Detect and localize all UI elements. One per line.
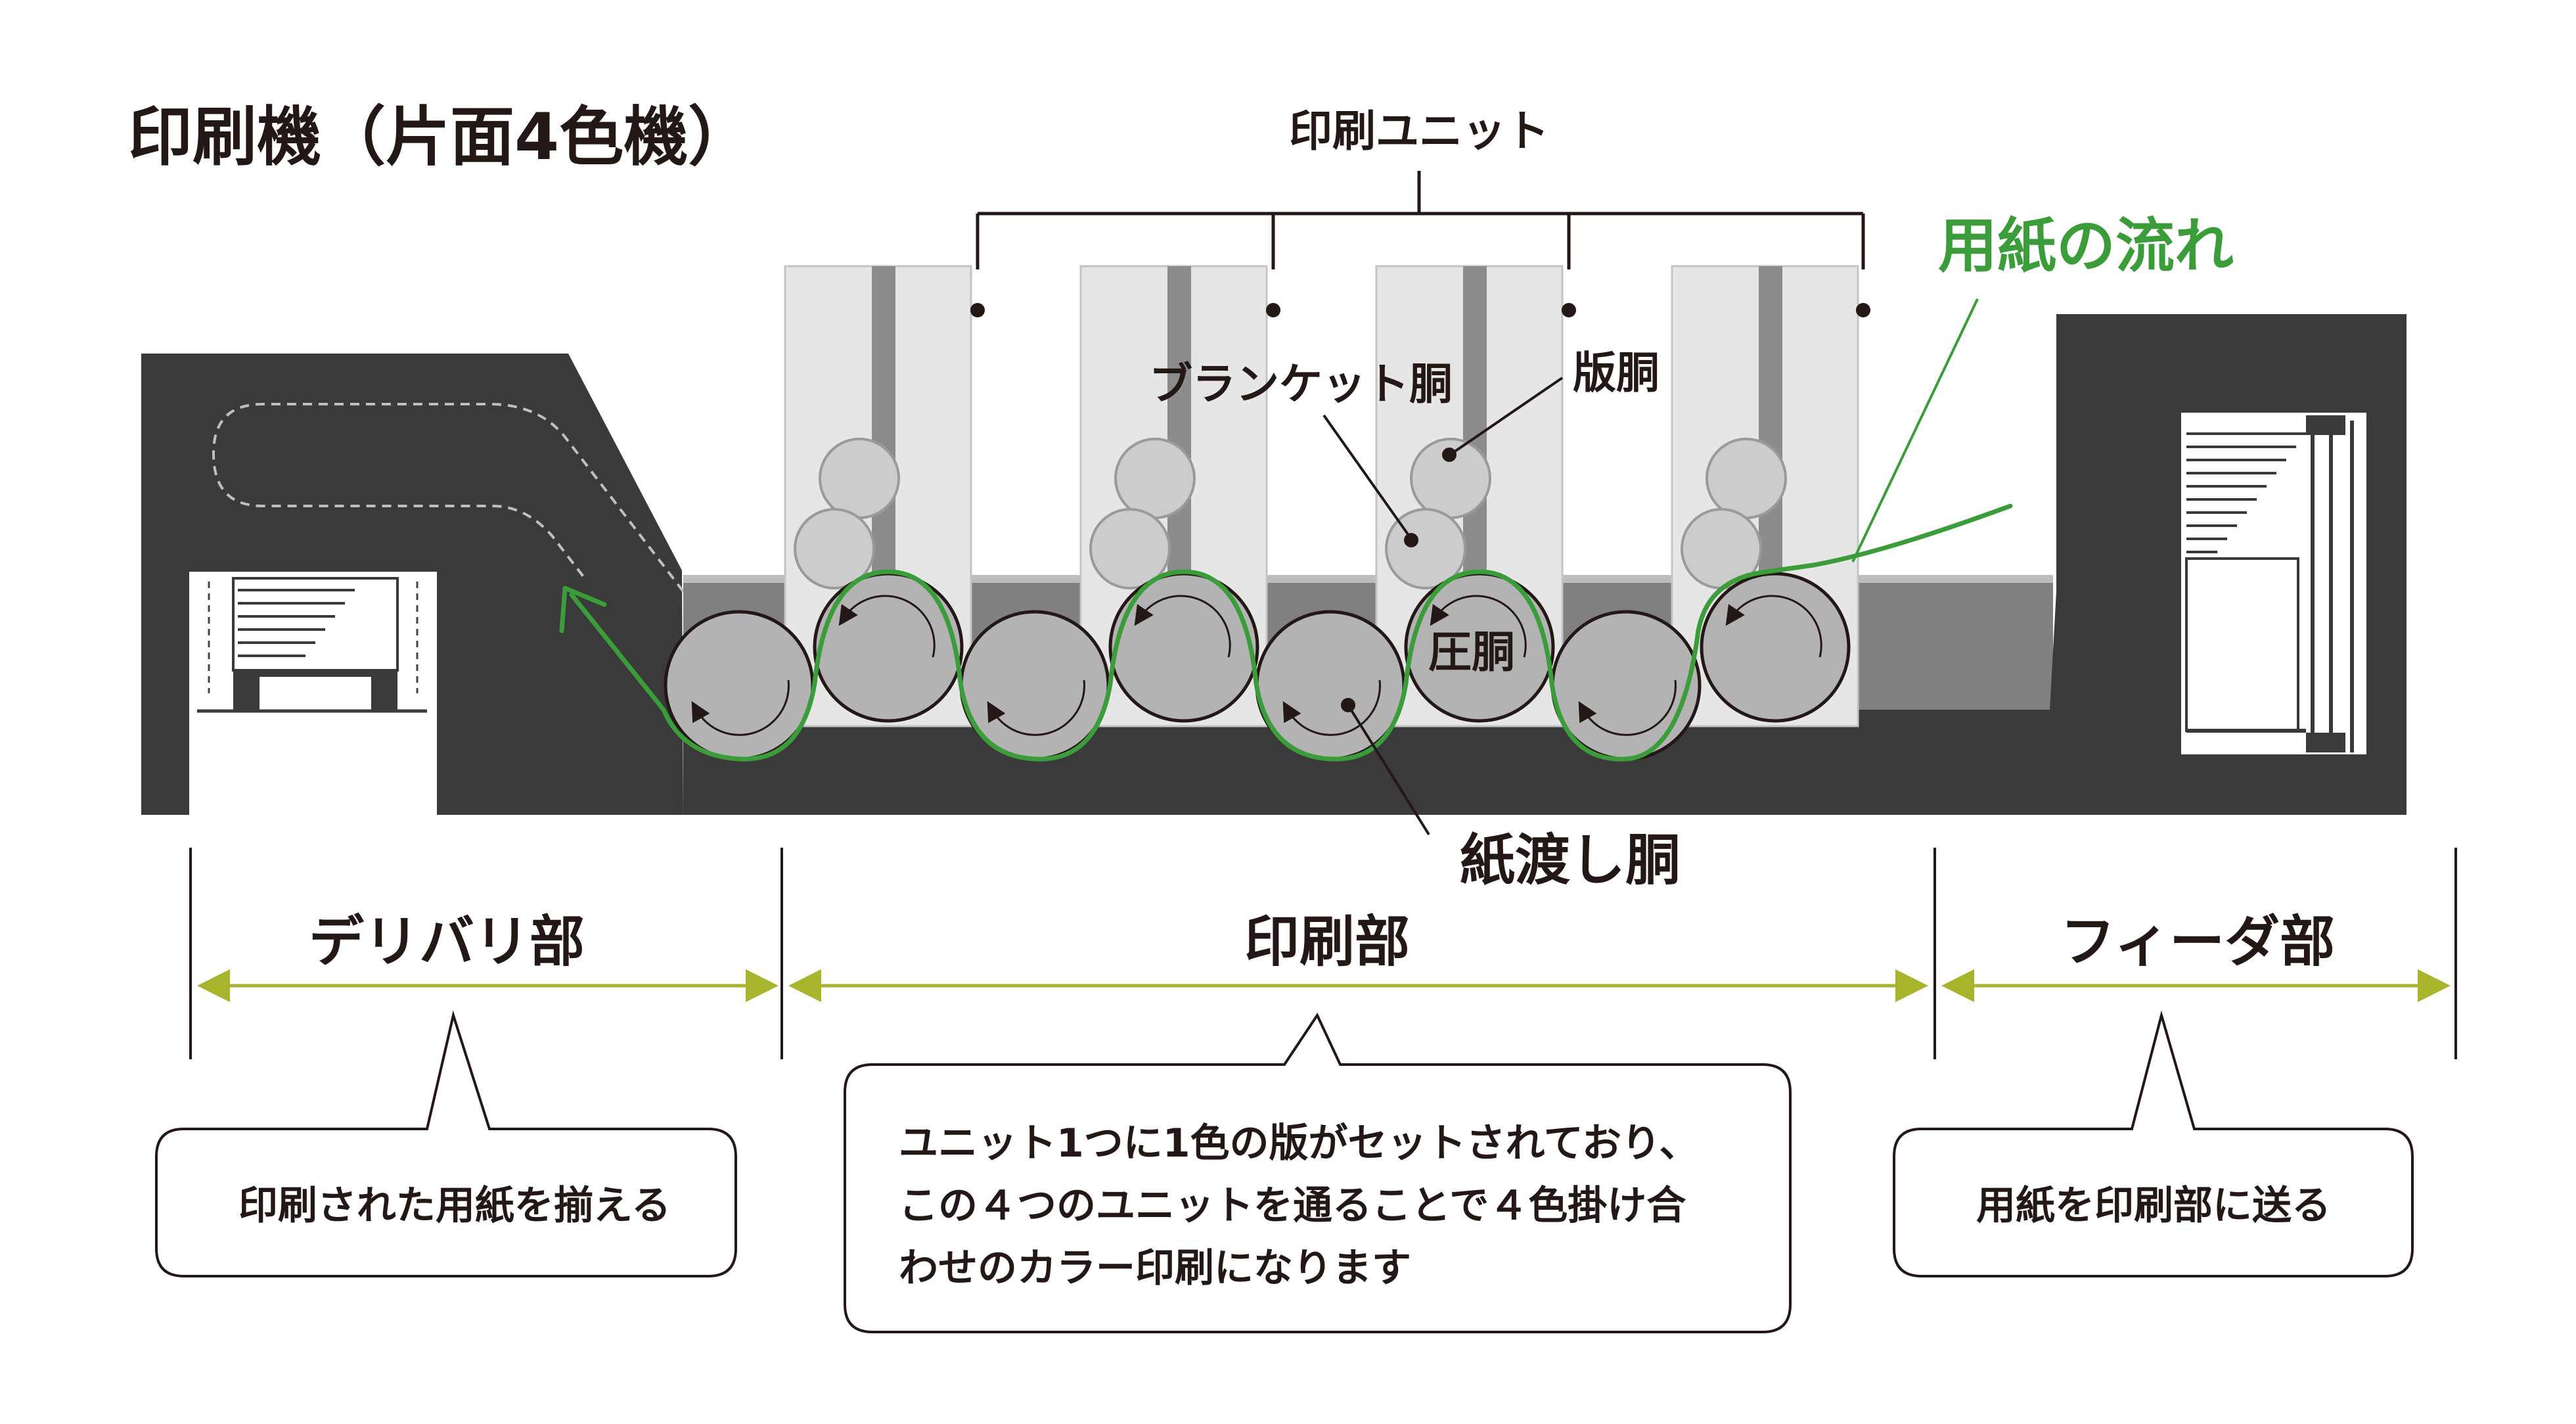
- blanket-cylinder: [1089, 508, 1171, 589]
- paper-flow-path: [559, 503, 2013, 762]
- section-dividers: [189, 848, 2457, 1059]
- plate-cylinder: [1114, 438, 1196, 519]
- plate-cylinder: [1706, 438, 1787, 519]
- unit-marker-dot: [1266, 303, 1280, 317]
- diagram-title: 印刷機（片面4色機）: [128, 100, 752, 175]
- delivery-frame: [141, 354, 683, 815]
- plate-cylinder-leader: [1451, 377, 1564, 455]
- delivery-span-arrow: [197, 969, 779, 1002]
- feeder-bubble-text: 用紙を印刷部に送る: [1976, 1183, 2331, 1229]
- blanket-cylinder-pointer: [1404, 533, 1418, 547]
- delivery-bubble-text: 印刷された用紙を揃える: [238, 1183, 671, 1229]
- printing-span-arrow: [788, 969, 1928, 1002]
- printing-bubble-line-2: この４つのユニットを通ることで４色掛け合: [899, 1183, 1686, 1229]
- blanket-cylinder-leader: [1322, 414, 1412, 540]
- printing-unit-label: 印刷ユニット: [1289, 106, 1549, 156]
- paper-flow-label: 用紙の流れ: [1938, 212, 2234, 281]
- printing-section-label: 印刷部: [1244, 909, 1410, 974]
- impression-cylinder-label: 圧胴: [1428, 627, 1515, 678]
- rotation-arrows: [691, 595, 1822, 736]
- transfer-cylinder-leader: [1347, 704, 1430, 836]
- plate-cylinder: [819, 438, 900, 519]
- blanket-cylinder: [1385, 508, 1466, 589]
- printing-bubble-line-1: ユニット1つに1色の版がセットされており、: [899, 1120, 1699, 1166]
- transfer-cylinder-label: 紙渡し胴: [1460, 828, 1681, 892]
- unit-marker-dot: [1856, 303, 1870, 317]
- delivery-pile: [191, 572, 435, 815]
- blanket-cylinder-label: ブランケット胴: [1149, 359, 1453, 409]
- delivery-section-label: デリバリ部: [309, 909, 585, 974]
- feeder-bubble: 用紙を印刷部に送る: [1893, 1010, 2414, 1277]
- plate-cylinder-label: 版胴: [1573, 348, 1660, 398]
- blanket-cylinder: [794, 508, 875, 589]
- paper-flow-leader: [1851, 298, 1979, 563]
- delivery-bubble: 印刷された用紙を揃える: [155, 1010, 737, 1277]
- feeder-section-label: フィーダ部: [2060, 909, 2335, 974]
- delivery-dashed-path: [212, 403, 685, 593]
- printing-unit-bracket: [976, 171, 1865, 269]
- unit-marker-dot: [1562, 303, 1576, 317]
- printing-bubble-line-3: わせのカラー印刷になります: [899, 1245, 1411, 1291]
- unit-marker-dot: [970, 303, 985, 317]
- feeder-pile: [2181, 413, 2366, 754]
- printing-bubble: ユニット1つに1色の版がセットされており、 この４つのユニットを通ることで４色掛…: [844, 1012, 1792, 1333]
- plate-cylinder-pointer: [1442, 448, 1457, 462]
- feeder-span-arrow: [1941, 969, 2451, 1002]
